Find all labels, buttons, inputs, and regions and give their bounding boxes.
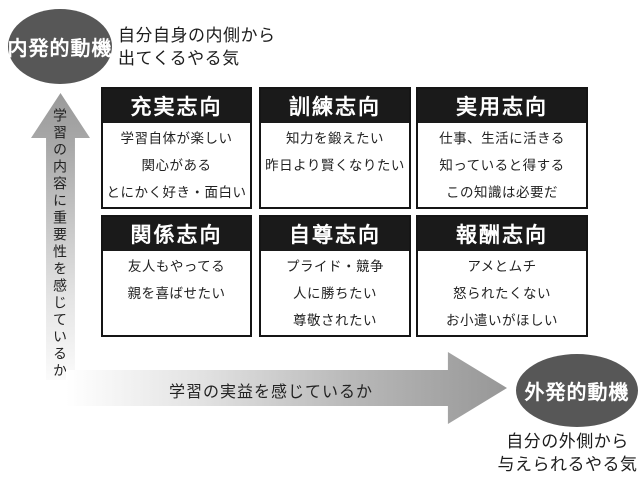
cell-relationship-title: 関係志向 [103, 217, 250, 251]
extrinsic-description-line1: 自分の外側から [506, 432, 629, 451]
cell-line: 知力を鍛えたい [286, 131, 384, 146]
cell-fulfillment-title: 充実志向 [103, 89, 250, 123]
cell-line: アメとムチ [467, 259, 537, 274]
cell-selfesteem: 自尊志向 プライド・競争 人に勝ちたい 尊敬されたい [259, 215, 411, 337]
cell-line: 昨日より賢くなりたい [265, 158, 405, 173]
cell-line: 人に勝ちたい [293, 286, 377, 301]
cell-line: 仕事、生活に活きる [439, 131, 565, 146]
intrinsic-description-line1: 自分自身の内側から [118, 26, 276, 45]
extrinsic-description: 自分の外側から 与えられるやる気 [495, 430, 640, 476]
horizontal-axis-label: 学習の実益を感じているか [168, 384, 373, 401]
intrinsic-description: 自分自身の内側から 出てくるやる気 [118, 24, 276, 70]
cell-reward: 報酬志向 アメとムチ 怒られたくない お小遣いがほしい [416, 215, 588, 337]
cell-line: 関心がある [141, 158, 212, 173]
cell-practical-title: 実用志向 [418, 89, 586, 123]
cell-line: 尊敬されたい [293, 313, 377, 328]
cell-relationship: 関係志向 友人もやってる 親を喜ばせたい [101, 215, 252, 337]
cell-practical-body: 仕事、生活に活きる 知っていると得する この知識は必要だ [418, 123, 586, 206]
cell-selfesteem-title: 自尊志向 [261, 217, 409, 251]
intrinsic-motivation-ellipse: 内発的動機 [8, 9, 112, 84]
cell-selfesteem-body: プライド・競争 人に勝ちたい 尊敬されたい [261, 251, 409, 334]
cell-relationship-body: 友人もやってる 親を喜ばせたい [103, 251, 250, 307]
cell-line: 知っていると得する [439, 158, 565, 173]
cell-reward-title: 報酬志向 [418, 217, 586, 251]
cell-fulfillment-body: 学習自体が楽しい 関心がある とにかく好き・面白い [103, 123, 250, 206]
cell-line: 親を喜ばせたい [127, 286, 226, 301]
cell-training: 訓練志向 知力を鍛えたい 昨日より賢くなりたい [259, 87, 411, 209]
cell-fulfillment: 充実志向 学習自体が楽しい 関心がある とにかく好き・面白い [101, 87, 252, 209]
cell-line: とにかく好き・面白い [106, 185, 247, 200]
cell-line: 友人もやってる [127, 259, 226, 274]
extrinsic-motivation-ellipse: 外発的動機 [516, 354, 638, 427]
intrinsic-description-line2: 出てくるやる気 [118, 49, 240, 68]
vertical-axis-label: 学習の内容に重要性を感じているか [52, 108, 68, 380]
cell-line: プライド・競争 [286, 259, 384, 274]
extrinsic-motivation-label: 外発的動機 [524, 382, 630, 404]
cell-line: この知識は必要だ [446, 185, 558, 200]
cell-training-body: 知力を鍛えたい 昨日より賢くなりたい [261, 123, 409, 179]
cell-practical: 実用志向 仕事、生活に活きる 知っていると得する この知識は必要だ [416, 87, 588, 209]
cell-line: 怒られたくない [453, 286, 551, 301]
cell-training-title: 訓練志向 [261, 89, 409, 123]
extrinsic-description-line2: 与えられるやる気 [497, 455, 638, 474]
cell-reward-body: アメとムチ 怒られたくない お小遣いがほしい [418, 251, 586, 334]
cell-line: お小遣いがほしい [446, 313, 558, 328]
cell-line: 学習自体が楽しい [120, 131, 233, 146]
intrinsic-motivation-label: 内発的動機 [7, 38, 113, 60]
